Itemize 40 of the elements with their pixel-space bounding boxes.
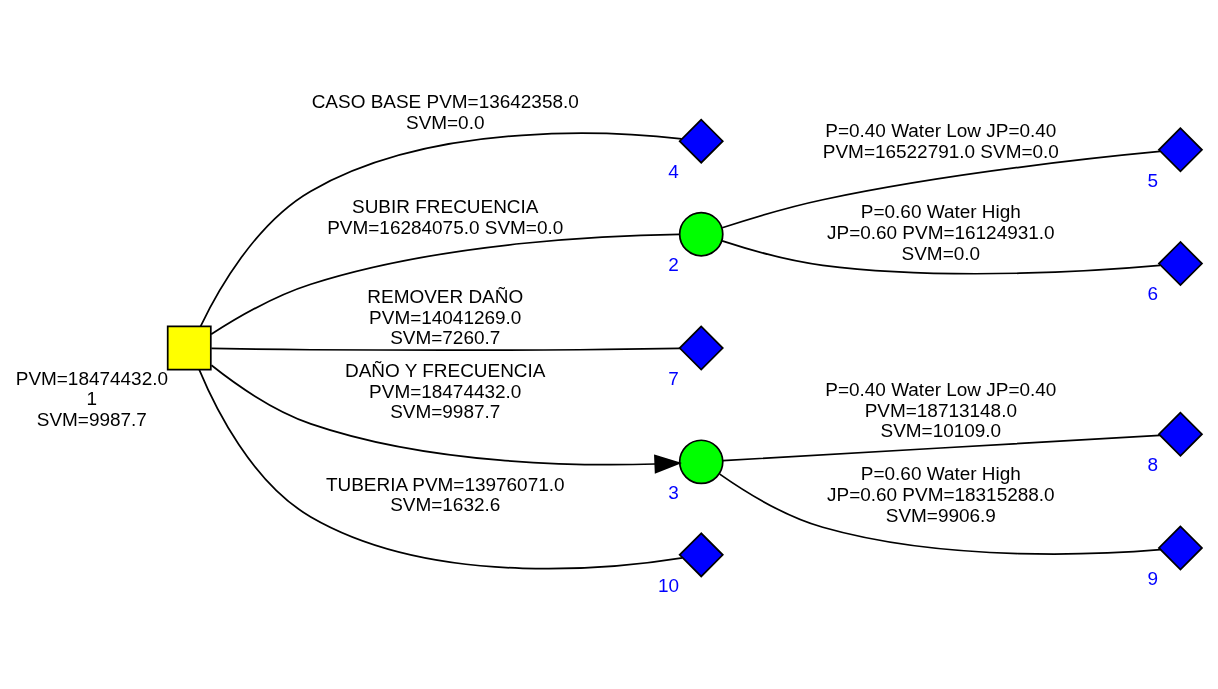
node-label: 6 xyxy=(1147,282,1159,304)
node-circle xyxy=(678,438,724,484)
node-label: 4 xyxy=(668,160,679,182)
connector xyxy=(718,472,1162,555)
node-box xyxy=(166,325,212,370)
node-label: 1 xyxy=(86,387,98,409)
node-diamond xyxy=(1157,126,1204,173)
edge-label: P=0.40 Water Low JP=0.40 PVM=18713148.0 SVM=10109.0 xyxy=(825,378,1057,441)
arrow xyxy=(210,363,682,474)
node-diamond xyxy=(678,531,724,578)
connector xyxy=(199,132,683,327)
edge-label: DAÑO Y FRECUENCIA PVM=18474432.0 SVM=9987.7 xyxy=(345,359,546,422)
edge-label: P=0.60 Water High JP=0.60 PVM=18315288.0 SVM=9906.9 xyxy=(827,462,1055,526)
node-label: 2 xyxy=(668,253,679,275)
node-label: 3 xyxy=(668,481,679,502)
node-label: PVM=18474432.0 xyxy=(15,367,168,389)
node-diamond xyxy=(1157,410,1204,457)
edge-label: REMOVER DAÑO PVM=14041269.0 SVM=7260.7 xyxy=(367,285,524,348)
node-diamond xyxy=(678,117,724,164)
node-label: 8 xyxy=(1147,453,1159,475)
node-label: 5 xyxy=(1147,169,1159,190)
connector xyxy=(210,232,681,335)
edge-label: P=0.40 Water Low JP=0.40 PVM=16522791.0 SVM=0.0 xyxy=(822,119,1059,162)
edge-label: SUBIR FRECUENCIA PVM=16284075.0 SVM=0.0 xyxy=(327,195,564,238)
edge-label: TUBERIA PVM=13976071.0 SVM=1632.6 xyxy=(325,473,565,515)
edge-label: CASO BASE PVM=13642358.0 SVM=0.0 xyxy=(311,90,579,133)
node-label: 7 xyxy=(668,367,679,389)
node-label: 9 xyxy=(1147,567,1159,589)
node-label: SVM=9987.7 xyxy=(36,408,147,430)
node-circle xyxy=(678,211,724,257)
connector xyxy=(198,368,684,569)
connector xyxy=(721,433,1161,461)
connector xyxy=(721,150,1161,229)
node-label: 10 xyxy=(657,574,680,596)
connector xyxy=(721,239,1161,275)
connector xyxy=(210,347,681,351)
edge-label: P=0.60 Water High JP=0.60 PVM=16124931.0 SVM=0.0 xyxy=(827,200,1055,264)
node-diamond xyxy=(678,324,724,371)
node-diamond xyxy=(1157,240,1204,286)
node-diamond xyxy=(1157,524,1204,571)
